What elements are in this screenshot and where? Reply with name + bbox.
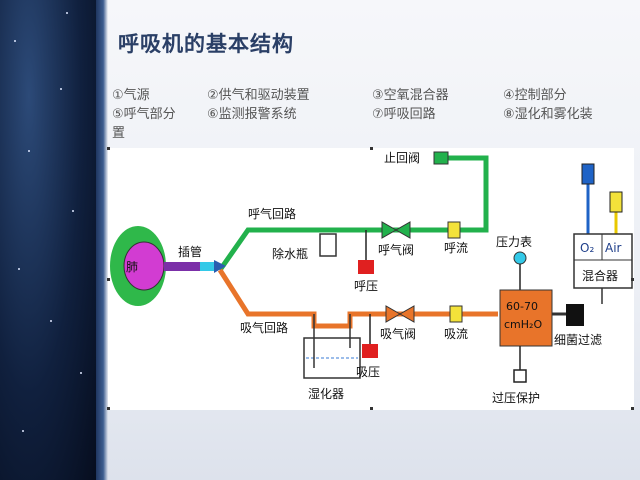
exhale-circuit-label: 呼气回路 — [248, 206, 296, 221]
legend-item-breathing-circuit: ⑦呼吸回路 — [372, 107, 436, 122]
humidifier-label: 湿化器 — [308, 386, 344, 401]
inhale-pressure-box — [362, 344, 378, 358]
air-label: Air — [605, 241, 622, 255]
overpressure-label: 过压保护 — [492, 391, 540, 405]
legend-item-humidify-nebulize: ⑧湿化和雾化装 — [503, 107, 593, 122]
mixer-label: 混合器 — [582, 268, 618, 283]
legend-item-exhale-part: ⑤呼气部分 — [112, 107, 176, 122]
selection-handle — [107, 278, 110, 281]
o2-label: O₂ — [580, 241, 594, 255]
exhale-flow-sensor — [447, 221, 461, 239]
legend-item-gas-source: ①气源 — [112, 88, 150, 103]
exhale-flow-label: 呼流 — [444, 241, 468, 255]
overpressure-valve-icon — [513, 369, 527, 383]
water-trap-label: 除水瓶 — [272, 246, 308, 261]
inhale-circuit-label: 吸气回路 — [240, 320, 288, 335]
inhale-valve-icon-right — [398, 305, 415, 323]
legend-item-control: ④控制部分 — [503, 88, 567, 103]
exhale-pressure-box — [358, 260, 374, 274]
selection-handle — [107, 147, 110, 150]
selection-handle — [370, 407, 373, 410]
exhale-pressure-label: 呼压 — [354, 279, 378, 293]
slide-edge-decoration — [96, 0, 108, 480]
intubation-tube — [164, 262, 200, 271]
bacterial-filter-label: 细菌过滤 — [554, 333, 602, 347]
mixer-block — [573, 233, 633, 289]
air-cylinder-icon — [609, 191, 623, 213]
intubation-connector — [200, 262, 214, 271]
slide-title: 呼吸机的基本结构 — [118, 32, 294, 56]
lung-label: 肺 — [126, 260, 138, 274]
intubation-label: 插管 — [178, 244, 202, 259]
pressure-gauge-icon — [513, 251, 527, 265]
selection-handle — [631, 407, 634, 410]
inhale-flow-sensor — [449, 305, 463, 323]
ventilator-diagram: 肺 插管 呼气回路 吸气回路 除水瓶 呼气阀 呼压 呼流 止回阀 湿化器 — [107, 147, 634, 410]
legend-item-humidify-nebulize-cont: 置 — [112, 126, 126, 141]
selection-handle — [370, 147, 373, 150]
y-piece — [214, 260, 226, 273]
inhale-valve-label: 吸气阀 — [380, 326, 416, 341]
pressure-gauge-label: 压力表 — [496, 235, 532, 249]
inhale-pressure-label: 吸压 — [356, 365, 380, 379]
legend-item-supply-drive: ②供气和驱动装置 — [207, 88, 310, 103]
water-trap-bottle — [319, 233, 337, 257]
reservoir-range: 60-70 — [506, 300, 538, 313]
starfield-background — [0, 0, 96, 480]
reservoir-unit: cmH₂O — [504, 318, 542, 331]
check-valve-icon — [433, 151, 449, 165]
exhale-valve-icon-right — [394, 221, 411, 239]
legend-item-air-oxygen-mixer: ③空氧混合器 — [372, 88, 449, 103]
legend-item-monitor-alarm: ⑥监测报警系统 — [207, 107, 297, 122]
ventilator-diagram-svg: 肺 插管 呼气回路 吸气回路 除水瓶 呼气阀 呼压 呼流 止回阀 湿化器 — [110, 151, 633, 405]
inhale-flow-label: 吸流 — [444, 327, 468, 341]
exhale-valve-icon — [381, 221, 398, 239]
selection-handle — [631, 278, 634, 281]
exhale-valve-label: 呼气阀 — [378, 242, 414, 257]
inhale-valve-icon — [385, 305, 402, 323]
exhale-pipe — [217, 155, 489, 272]
reservoir-block — [499, 289, 553, 347]
o2-cylinder-icon — [581, 163, 595, 185]
check-valve-label: 止回阀 — [384, 151, 420, 165]
bacterial-filter-block — [566, 304, 584, 326]
selection-handle — [107, 407, 110, 410]
